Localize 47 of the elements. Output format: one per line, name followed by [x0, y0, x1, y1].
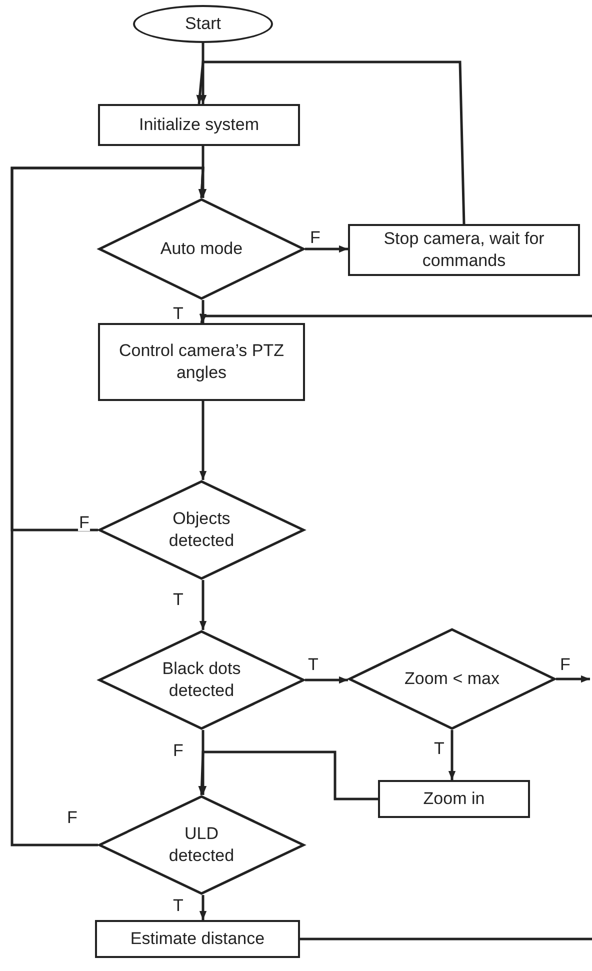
- edge-label: F: [66, 809, 78, 826]
- edge-label: F: [172, 742, 184, 759]
- decision-diamond: [98, 795, 305, 895]
- step-label: Start: [184, 12, 222, 35]
- arrow: [305, 676, 348, 684]
- edge-label: T: [307, 656, 320, 673]
- arrow: [199, 43, 207, 104]
- process-box: [98, 323, 305, 401]
- arrow: [200, 313, 592, 324]
- connector-line: [300, 938, 592, 940]
- process-box: [98, 104, 300, 146]
- arrow: [199, 300, 207, 323]
- step-label: Objects detected: [168, 508, 236, 552]
- step-label: Control camera’s PTZ angles: [118, 340, 285, 384]
- step-label: Estimate distance: [129, 928, 266, 950]
- arrow: [10, 166, 206, 846]
- edge-label: T: [172, 305, 184, 322]
- arrow: [199, 146, 207, 198]
- step-label: Black dots detected: [161, 658, 242, 702]
- arrow: [448, 730, 456, 780]
- step-label: Zoom in: [422, 788, 486, 810]
- decision-diamond: [98, 480, 305, 580]
- step-label: Initialize system: [138, 114, 260, 136]
- arrow: [199, 580, 207, 630]
- decision-diamond: [98, 630, 305, 730]
- decision-diamond: [348, 628, 556, 730]
- arrow: [199, 401, 207, 480]
- step-label: Stop camera, wait for commands: [382, 228, 546, 272]
- edge-label: F: [309, 229, 322, 246]
- arrow: [199, 730, 207, 795]
- step-label: ULD detected: [168, 822, 236, 867]
- edge-label: T: [433, 740, 446, 757]
- edge-label: T: [172, 897, 184, 914]
- arrow: [199, 895, 207, 920]
- arrow: [198, 750, 378, 800]
- process-box: [95, 920, 300, 958]
- step-label: Zoom < max: [404, 668, 500, 690]
- arrow: [305, 245, 348, 253]
- arrow: [556, 675, 590, 683]
- edge-label: F: [78, 514, 90, 531]
- decision-diamond: [98, 198, 305, 300]
- process-box: [348, 224, 580, 276]
- edge-label: T: [172, 591, 184, 608]
- edge-label: F: [559, 656, 572, 673]
- step-label: Auto mode: [159, 238, 244, 260]
- arrow: [196, 60, 466, 224]
- process-box: [378, 780, 530, 818]
